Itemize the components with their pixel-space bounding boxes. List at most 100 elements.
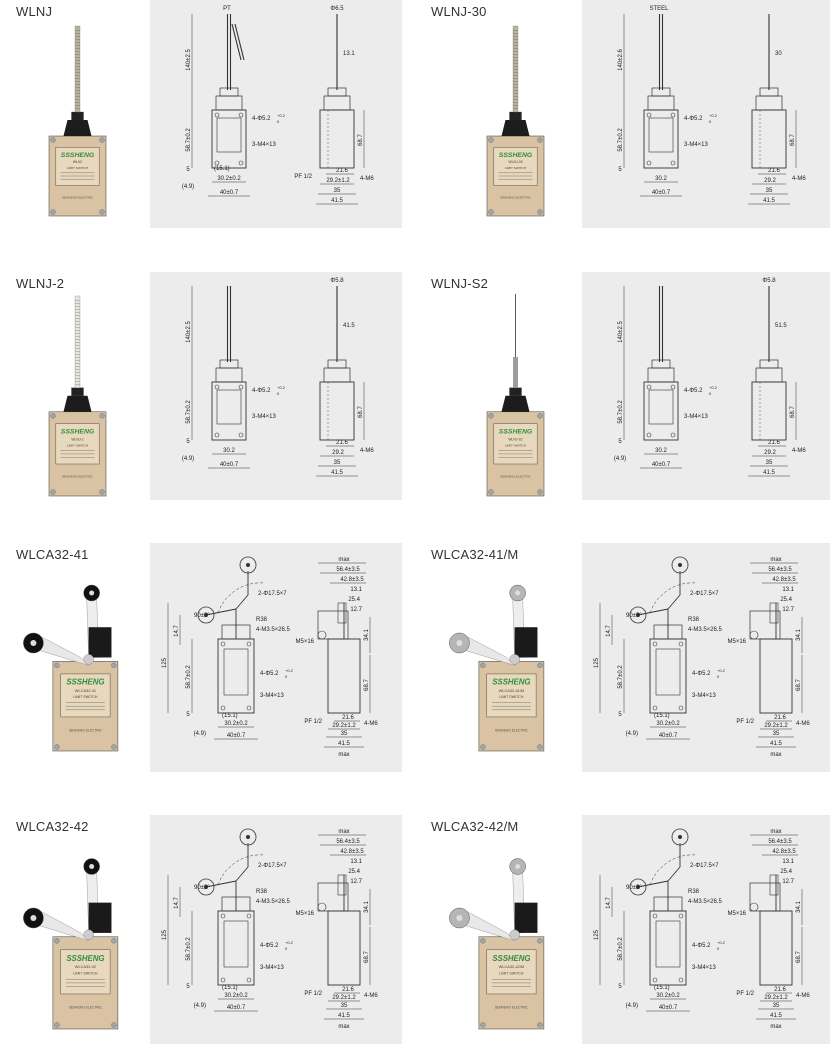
drawing-line [512, 32, 519, 35]
dim-pf: PF 1/2 [736, 719, 754, 725]
drawing-line [512, 62, 519, 65]
outline-rect [649, 910, 687, 986]
drawing-line [512, 77, 519, 80]
screw-icon [54, 662, 60, 669]
hole-icon [678, 913, 684, 919]
product-model-title: WLCA32-42 [16, 819, 89, 834]
dim-max: max [770, 829, 781, 835]
dim-pf: PF 1/2 [304, 991, 322, 997]
dim-tol: +0.2 [277, 385, 286, 390]
outline-rect [317, 882, 349, 912]
dim-40: 40±0.7 [227, 1005, 246, 1011]
screw-icon [50, 209, 56, 215]
dim-height: 58.7±0.2 [186, 128, 192, 152]
dim-height: 58.7±0.2 [618, 937, 624, 961]
screw-icon [537, 938, 543, 944]
roller-hub [678, 835, 682, 839]
dim-428: 42.8±3.5 [772, 577, 796, 583]
outline-rect [647, 367, 675, 383]
dim-216: 21.6 [774, 715, 786, 721]
dim-302: 30.2±0.2 [217, 176, 241, 182]
drawing-line [74, 320, 81, 323]
dim-216: 21.6 [768, 440, 780, 446]
dimension-drawing-svg: 140±2.558.7±0.25(4.9)30.240±0.74-Φ5.2+0.… [614, 278, 806, 477]
hole-icon [238, 160, 244, 166]
dim-40: 40±0.7 [220, 190, 239, 196]
dim-pf: PF 1/2 [304, 719, 322, 725]
dim-screw: 3-M4×13 [692, 693, 717, 699]
drawing-line [512, 59, 519, 62]
dimension-drawing-svg: 2-Φ17.5×790±3°R384-M3.5×26.54-Φ5.2+0.203… [162, 556, 378, 758]
dim-151: (15.1) [222, 713, 238, 719]
outline-rect [648, 117, 674, 153]
drawing-line [512, 29, 519, 32]
hole-icon [238, 112, 244, 118]
screw-icon [537, 489, 543, 495]
dim-height: 58.7±0.2 [618, 400, 624, 424]
dim-35: 35 [341, 731, 348, 737]
drawing-line [205, 608, 237, 616]
drawing-line [74, 35, 81, 38]
dim-5: 5 [618, 712, 622, 718]
brand-logo: SSSHENG [492, 954, 530, 963]
drawing-line [512, 47, 519, 50]
dim-216: 21.6 [342, 987, 354, 993]
outline-rect [655, 648, 681, 696]
hole-icon [670, 384, 676, 390]
drawing-line [74, 47, 81, 50]
brand-logo: SSSHENG [61, 152, 95, 159]
screw-icon [488, 137, 494, 143]
drawing-line [74, 317, 81, 320]
dim-40: 40±0.7 [659, 1005, 678, 1011]
dim-292: 29.2 [332, 450, 344, 456]
dim-hole: 4-Φ5.2 [260, 671, 279, 677]
swing-arc [649, 854, 697, 886]
drawing-line [74, 350, 81, 353]
drawing-line [205, 880, 237, 888]
dim-254: 25.4 [780, 597, 792, 603]
drawing-line [74, 62, 81, 65]
dim-screw: 3-M4×13 [684, 414, 709, 420]
dim-hole: 4-Φ5.2 [692, 943, 711, 949]
dim-35: 35 [334, 460, 341, 466]
photo-sub-label: LIMIT SWITCH [73, 695, 98, 699]
outline-rect [327, 638, 361, 714]
dim-125: 125 [594, 929, 600, 940]
dim-m5: M5×16 [295, 639, 314, 645]
dim-max-bottom: max [338, 752, 349, 758]
drawing-line [512, 98, 519, 101]
hole-icon [246, 977, 252, 983]
dim-max-bottom: max [338, 1024, 349, 1030]
hole-icon [670, 112, 676, 118]
dim-687: 68.7 [790, 406, 796, 418]
photo-sub-label: LIMIT SWITCH [67, 443, 88, 447]
outline-rect [769, 602, 779, 624]
dim-147: 14.7 [606, 625, 612, 637]
outline-rect [755, 95, 783, 111]
roller-hub [456, 915, 463, 921]
dim-angle: 90±3° [194, 885, 210, 891]
dim-131: 30 [775, 51, 782, 57]
dim-tol: +0.2 [717, 940, 726, 945]
hole-icon [214, 160, 220, 166]
drawing-line [74, 341, 81, 344]
dim-127: 12.7 [350, 879, 362, 885]
pivot-icon [83, 654, 94, 665]
dim-687: 68.7 [796, 679, 802, 691]
hole-icon [238, 384, 244, 390]
roller-hub [515, 590, 521, 596]
hole-icon [246, 641, 252, 647]
drawing-line [74, 332, 81, 335]
drawing-line [512, 104, 519, 107]
drawing-line [74, 107, 81, 110]
hole-icon [670, 432, 676, 438]
brand-logo: SSSHENG [66, 678, 104, 687]
dim-tol0: 0 [717, 946, 720, 951]
dim-254: 25.4 [348, 597, 360, 603]
